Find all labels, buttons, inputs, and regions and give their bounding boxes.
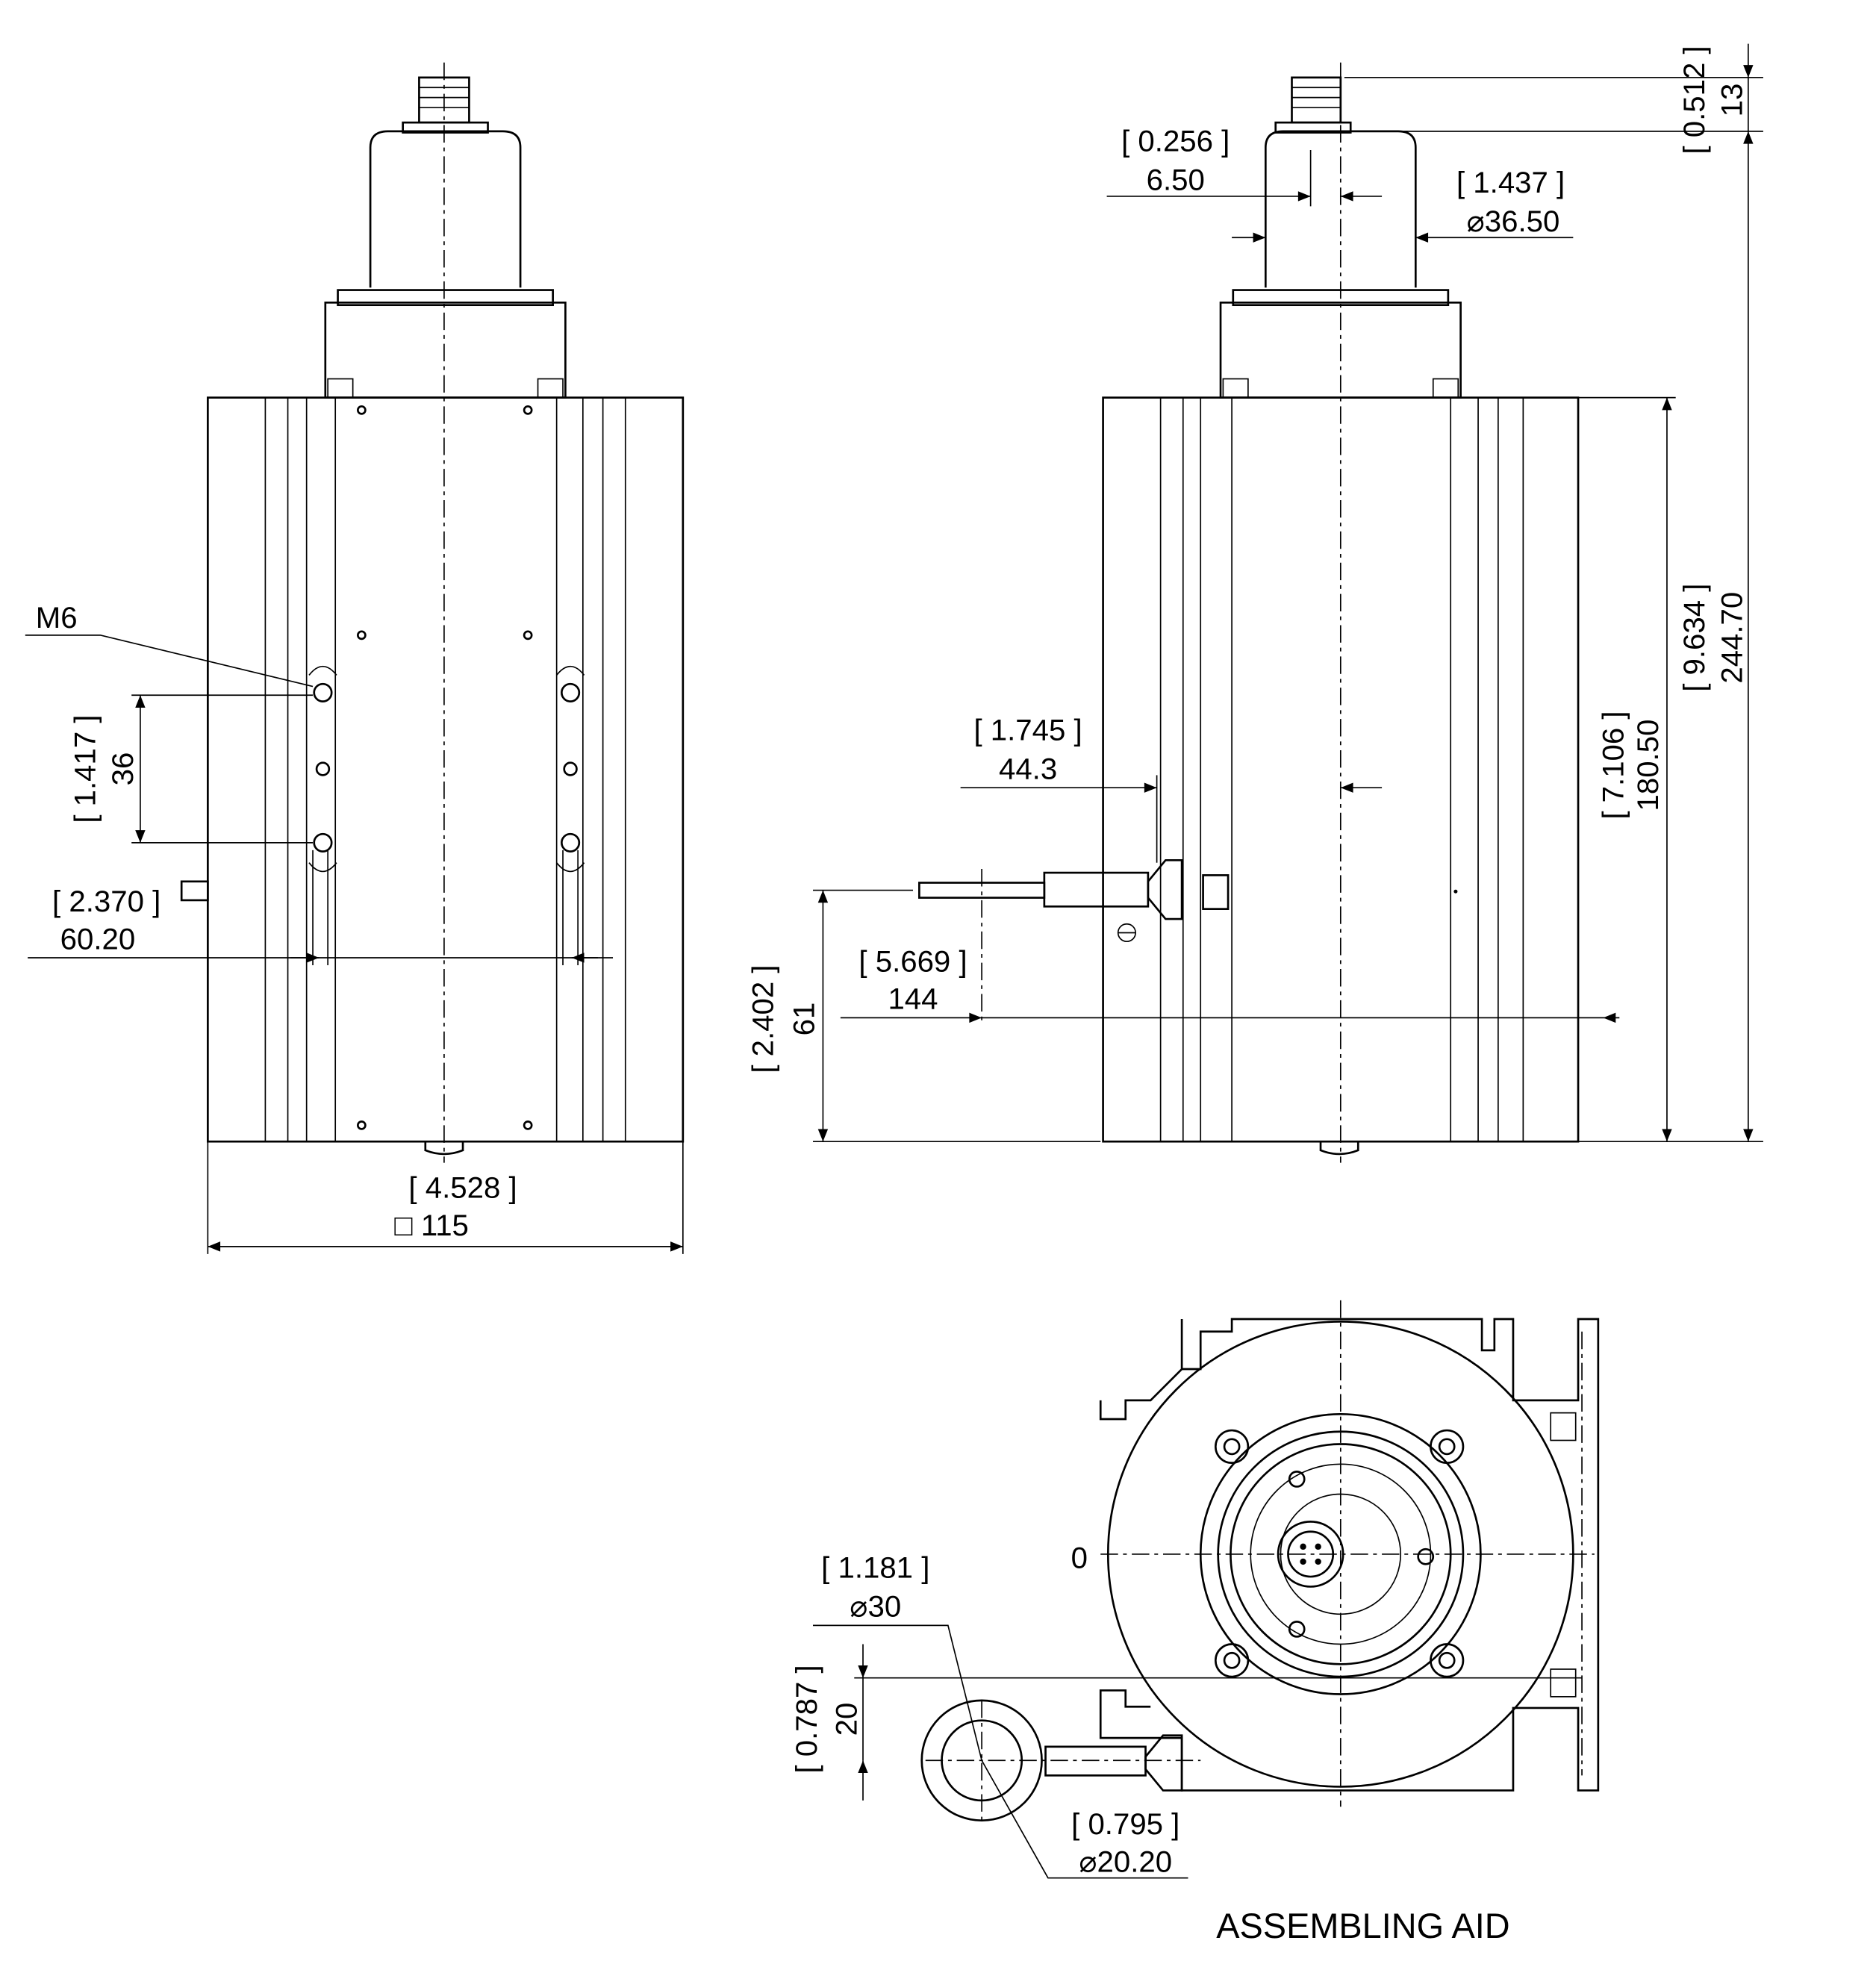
cable-offset-mm: 44.3 [999, 752, 1057, 785]
top-view-dimensions: 0 [ 1.181 ] ⌀30 [ 0.795 ] ⌀20.20 [ 0.787… [790, 1541, 1583, 1945]
side-view-dimensions: [ 0.512 ] 13 [ 9.634 ] 244.70 [ 7.106 ] … [746, 43, 1763, 1143]
slot-pitch-inch: [ 1.417 ] [69, 714, 102, 823]
ring-offset-mm: 20 [830, 1703, 864, 1736]
total-height-inch: [ 9.634 ] [1677, 584, 1711, 692]
slot-spacing-mm: 60.20 [60, 922, 136, 956]
slot-pitch-mm: 36 [106, 752, 140, 786]
assembling-aid-caption: ASSEMBLING AID [1216, 1907, 1509, 1945]
front-view [180, 62, 685, 1163]
front-view-dimensions: [ 4.528 ] □ 115 M6 [ 1.417 ] 36 [ 2.370 … [25, 601, 684, 1254]
cable-height-inch: [ 2.402 ] [746, 964, 779, 1073]
ring-inner-inch: [ 0.795 ] [1071, 1807, 1179, 1841]
width-inch: [ 4.528 ] [408, 1171, 517, 1205]
total-height-mm: 244.70 [1715, 592, 1748, 684]
ring-offset-inch: [ 0.787 ] [790, 1665, 823, 1773]
cable-height-mm: 61 [788, 1003, 821, 1036]
connector-height-inch: [ 0.512 ] [1677, 46, 1711, 154]
cable-offset-inch: [ 1.745 ] [973, 714, 1082, 747]
body-height-mm: 180.50 [1631, 720, 1665, 811]
ring-diameter-mm: ⌀30 [850, 1590, 901, 1624]
ring-diameter-inch: [ 1.181 ] [821, 1551, 929, 1585]
shaft-inch: [ 0.256 ] [1121, 125, 1230, 158]
cap-diameter-inch: [ 1.437 ] [1456, 166, 1565, 199]
ring-inner-mm: ⌀20.20 [1079, 1845, 1172, 1878]
thread-label: M6 [36, 601, 78, 635]
shaft-mm: 6.50 [1147, 163, 1205, 197]
width-mm: □ 115 [394, 1209, 469, 1242]
cable-length-mm: 144 [888, 982, 938, 1016]
zero-label: 0 [1071, 1541, 1088, 1574]
cap-diameter-mm: ⌀36.50 [1467, 205, 1560, 238]
slot-spacing-inch: [ 2.370 ] [52, 885, 161, 918]
top-view [920, 1300, 1600, 1826]
connector-height-mm: 13 [1715, 84, 1748, 117]
body-height-inch: [ 7.106 ] [1596, 711, 1630, 819]
cable-length-inch: [ 5.669 ] [858, 944, 967, 978]
